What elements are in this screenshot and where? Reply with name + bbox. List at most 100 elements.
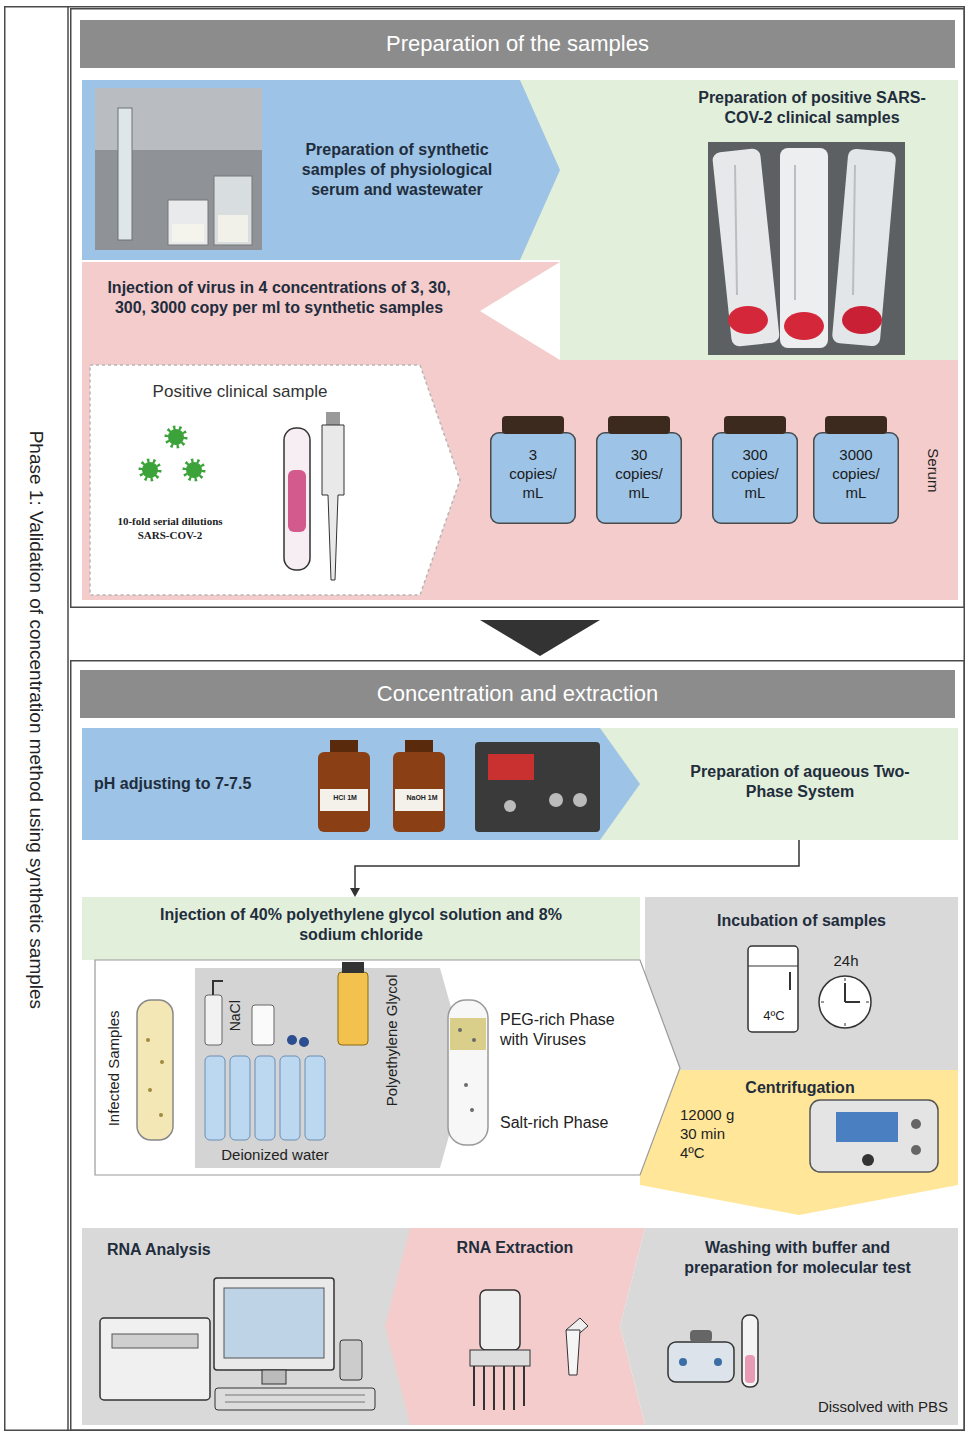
sample-jar: 30 copies/ mL [596, 432, 682, 524]
reagents [205, 995, 222, 1045]
sample-tube [288, 470, 306, 532]
step-label: pH adjusting to 7-7.5 [94, 774, 304, 794]
sample-tube-small [745, 1355, 755, 1383]
step-chevron: Washing with buffer and preparation for … [620, 1228, 958, 1425]
step-label: Incubation of samples [665, 911, 938, 931]
two-phase-panel [195, 968, 468, 1168]
multichannel-pipette [566, 1318, 588, 1338]
water-tubes [205, 1056, 225, 1140]
centrifuge-icon [810, 1100, 938, 1172]
virus-icons [142, 429, 202, 478]
two-phase-panel [95, 960, 680, 1175]
jar-label: 3000 copies/ mL [828, 446, 884, 502]
vortex-icon [690, 1330, 712, 1342]
centrifuge-icon [836, 1112, 898, 1142]
virus-icons [168, 429, 184, 445]
step-label: Washing with buffer and preparation for … [660, 1238, 935, 1278]
clock-icon [821, 1002, 824, 1003]
computer-icon [262, 1370, 286, 1384]
jar-lids [502, 416, 887, 434]
node-outline-shape [82, 80, 560, 260]
water-tubes [230, 1056, 250, 1140]
step-arrow: pH adjusting to 7-7.5 [82, 728, 640, 840]
computer-icon [112, 1334, 198, 1348]
clinical-photo [780, 148, 828, 348]
item-label: Deionized water [200, 1146, 350, 1165]
node-outline-shape [82, 262, 958, 600]
infected-sample-tube [148, 1088, 152, 1092]
step-label: Centrifugation [720, 1078, 880, 1098]
reagent-bottles [318, 740, 445, 832]
phase-label: Salt-rich Phase [500, 1113, 640, 1133]
reagent-bottles [393, 752, 445, 832]
reagent-bottles [320, 789, 368, 811]
reagents [213, 981, 223, 995]
sample-tube-small [742, 1315, 758, 1387]
node-outline-shape [620, 1228, 958, 1425]
clinical-photo [784, 312, 824, 340]
step-label: Preparation of positive SARS-COV-2 clini… [682, 88, 942, 128]
clinical-photo [708, 142, 905, 355]
step-box: Preparation of aqueous Two-Phase System [640, 728, 958, 840]
jar-label: 3 copies/ mL [505, 446, 561, 502]
multichannel-pipette [470, 1290, 588, 1410]
phase-tube [448, 1000, 488, 1145]
lab-photo [218, 215, 248, 242]
reagent-bottles [330, 740, 358, 754]
infected-sample-tube [160, 1060, 164, 1064]
centrifuge-icon [862, 1154, 874, 1166]
clinical-photo [728, 306, 768, 334]
ph-meter [475, 742, 600, 832]
computer-icon [224, 1288, 324, 1358]
sample-tube [284, 428, 310, 570]
clock-icon [845, 1023, 846, 1026]
step-box: Injection of 40% polyethylene glycol sol… [82, 897, 640, 960]
flow-arrow [480, 620, 600, 656]
clinical-photo [832, 148, 897, 346]
jar-label: 30 copies/ mL [611, 446, 667, 502]
reagent-bottles [395, 789, 443, 811]
note-text: Dissolved with PBS [750, 1398, 948, 1417]
item-label: Polyethylene Glycol [383, 965, 402, 1115]
step-box: RNA Analysis [82, 1228, 412, 1425]
jar-lids [724, 416, 786, 434]
item-label: Infected Samples [105, 998, 124, 1138]
vortex-icon [668, 1342, 734, 1382]
bottle-label: HCl 1M [322, 794, 368, 803]
temperature-label: 4ºC [754, 1008, 794, 1024]
clock-icon [819, 976, 871, 1028]
infected-sample-tube [146, 1038, 150, 1042]
multichannel-pipette [470, 1350, 530, 1366]
node-outline-shape [385, 1228, 645, 1425]
step-label: RNA Extraction [425, 1238, 605, 1258]
sample-type-label: Serum [924, 440, 943, 500]
step-label: RNA Analysis [107, 1240, 307, 1260]
item-label: NaCl [227, 994, 245, 1038]
ph-meter [504, 800, 516, 812]
step-label: Injection of virus in 4 concentrations o… [94, 278, 464, 318]
sample-jar: 3 copies/ mL [490, 432, 576, 524]
section-header: Preparation of the samples [80, 20, 955, 68]
clinical-photo [735, 165, 855, 300]
node-outline [620, 1228, 958, 1425]
clock-icon [845, 978, 846, 981]
section-header: Concentration and extraction [80, 670, 955, 718]
ph-meter [573, 793, 587, 807]
step-label: Positive clinical sample [110, 381, 370, 402]
step-arrow: Injection of virus in 4 concentrations o… [82, 262, 958, 600]
reagent-bottles [318, 752, 370, 832]
sample-jar: 3000 copies/ mL [813, 432, 899, 524]
reagents [342, 962, 364, 973]
connector-line [355, 840, 799, 889]
pipette [326, 412, 340, 426]
fridge-icon [789, 972, 791, 990]
flow-arrow-head [480, 620, 600, 656]
lab-photo [214, 176, 252, 245]
reagents [338, 972, 368, 1045]
phase-strip-divider [67, 6, 69, 1431]
vortex-icon [714, 1358, 722, 1366]
reagents [252, 1005, 274, 1045]
step-chevron: RNA Extraction [385, 1228, 645, 1425]
reagents [205, 962, 368, 1047]
clock-icon [844, 983, 846, 1002]
